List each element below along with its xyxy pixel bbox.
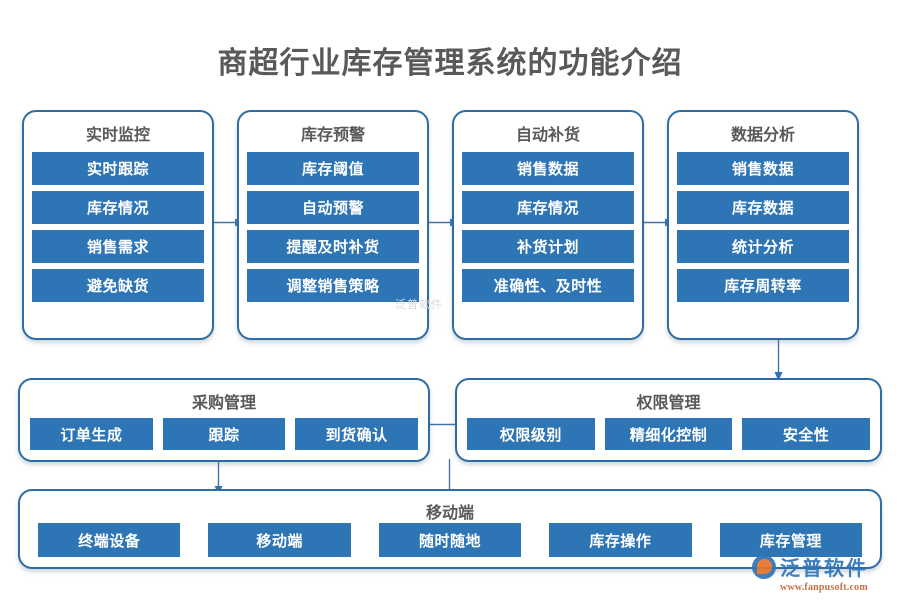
item-bar[interactable]: 库存数据 [677,191,849,224]
card-title: 移动端 [425,505,474,522]
item-bar[interactable]: 库存周转率 [677,269,849,302]
card-realtime-monitoring[interactable]: 实时监控 实时跟踪 库存情况 销售需求 避免缺货 [22,110,214,340]
item-bar[interactable]: 库存操作 [549,523,692,557]
item-bar[interactable]: 精细化控制 [604,418,733,450]
item-bar[interactable]: 销售数据 [462,152,634,185]
item-bar[interactable]: 移动端 [208,523,351,557]
item-bar[interactable]: 库存情况 [462,191,634,224]
card-title: 自动补货 [515,127,580,144]
arrow-analysis-to-permission-icon [773,336,784,382]
item-bar[interactable]: 实时跟踪 [32,152,204,185]
item-bar[interactable]: 库存管理 [719,523,863,557]
brand-watermark: 泛普软件 www.fanpusoft.com [752,552,892,594]
item-bar[interactable]: 终端设备 [38,523,181,557]
card-inventory-warning[interactable]: 库存预警 库存阈值 自动预警 提醒及时补货 调整销售策略 [237,110,429,340]
item-bar[interactable]: 库存情况 [32,191,204,224]
page-title: 商超行业库存管理系统的功能介绍 [217,47,683,80]
card-item-list: 订单生成 跟踪 到货确认 [30,418,419,450]
item-bar[interactable]: 销售数据 [677,152,849,185]
card-item-list: 权限级别 精细化控制 安全性 [467,418,871,450]
item-bar[interactable]: 统计分析 [677,230,849,263]
arrow-center-to-mobile-icon [444,459,455,495]
item-bar[interactable]: 补货计划 [462,230,634,263]
card-title: 实时监控 [85,127,150,144]
item-bar[interactable]: 准确性、及时性 [462,269,634,302]
item-bar[interactable]: 到货确认 [295,418,419,450]
ghost-watermark: 泛普软件 [395,299,443,311]
card-purchase-management[interactable]: 采购管理 订单生成 跟踪 到货确认 [18,378,430,462]
card-title: 采购管理 [191,395,256,412]
brand-url: www.fanpusoft.com [780,582,868,593]
item-bar[interactable]: 权限级别 [467,418,595,450]
card-item-list: 实时跟踪 库存情况 销售需求 避免缺货 [32,152,204,312]
card-title: 库存预警 [300,127,365,144]
card-permission-management[interactable]: 权限管理 权限级别 精细化控制 安全性 [455,378,882,462]
item-bar[interactable]: 随时随地 [378,523,522,557]
item-bar[interactable]: 自动预警 [247,191,419,224]
item-bar[interactable]: 跟踪 [162,418,286,450]
card-item-list: 库存阈值 自动预警 提醒及时补货 调整销售策略 [247,152,419,312]
item-bar[interactable]: 库存阈值 [247,152,419,185]
brand-logo-icon [752,554,776,579]
item-bar[interactable]: 安全性 [742,418,871,450]
item-bar[interactable]: 调整销售策略 [247,269,419,302]
card-item-list: 销售数据 库存情况 补货计划 准确性、及时性 [462,152,634,312]
card-title: 权限管理 [636,395,701,412]
card-auto-replenishment[interactable]: 自动补货 销售数据 库存情况 补货计划 准确性、及时性 [452,110,644,340]
card-item-list: 终端设备 移动端 随时随地 库存操作 库存管理 [38,523,863,557]
card-item-list: 销售数据 库存数据 统计分析 库存周转率 [677,152,849,312]
item-bar[interactable]: 订单生成 [30,418,153,450]
item-bar[interactable]: 销售需求 [32,230,204,263]
item-bar[interactable]: 提醒及时补货 [247,230,419,263]
item-bar[interactable]: 避免缺货 [32,269,204,302]
card-data-analysis[interactable]: 数据分析 销售数据 库存数据 统计分析 库存周转率 [667,110,859,340]
card-title: 数据分析 [730,127,795,144]
brand-name: 泛普软件 [780,558,868,580]
card-mobile-terminal[interactable]: 移动端 终端设备 移动端 随时随地 库存操作 库存管理 [18,489,882,569]
